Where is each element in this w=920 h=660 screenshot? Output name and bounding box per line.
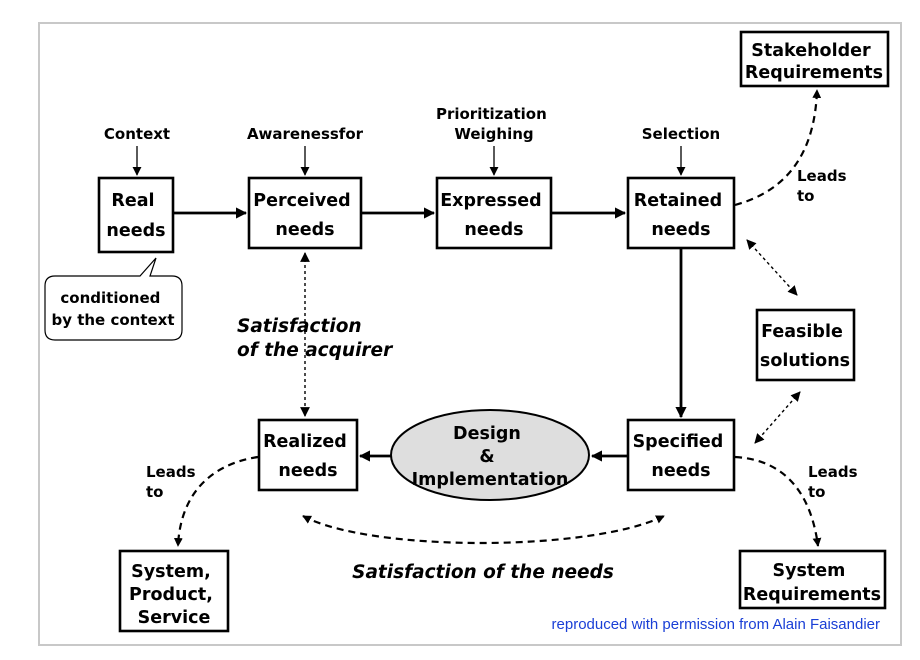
specified-needs-label: Specified needs [633,432,730,481]
expressed-needs-label: Expressed needs [440,191,548,240]
satisfaction-needs-dashed [302,515,665,545]
feasible-specified-dotted [754,391,801,444]
leads-to-system-product-label: Leads to [146,463,201,501]
system-requirements-box [738,549,887,610]
perceived-needs-box [247,176,363,250]
design-implementation-label: Design & Implementation [412,424,569,490]
satisfaction-acquirer-label: Satisfaction of the acquirer [237,316,394,361]
retained-needs-label: Retained needs [634,191,728,240]
leads-to-stakeholder-label: Leads to [797,167,852,205]
realized-to-system-product-dashed [173,455,259,547]
leads-to-system-requirements-label: Leads to [808,463,863,501]
retained-to-stakeholder-dashed [734,89,822,207]
selection-label: Selection [642,125,720,143]
satisfaction-needs-label: Satisfaction of the needs [352,562,614,583]
system-requirements-label: System Requirements [743,561,881,605]
prioritization-label: Prioritization Weighing [436,105,552,143]
feasible-solutions-box [755,308,856,382]
feasible-solutions-label: Feasible solutions [760,322,850,371]
real-needs-label: Real needs [106,191,165,241]
specified-needs-box [626,418,736,492]
credit-text: reproduced with permission from Alain Fa… [552,616,880,633]
awareness-label: Awarenessfor [247,125,364,143]
context-label: Context [104,125,170,143]
callout-text: conditioned by the context [51,289,174,329]
retained-needs-box [626,176,736,250]
system-product-service-label: System, Product, Service [129,562,219,628]
stakeholder-requirements-box [739,30,890,88]
real-needs-box [97,176,175,254]
retained-feasible-dotted [746,239,798,296]
perceived-needs-label: Perceived needs [253,191,356,240]
specified-to-system-requirements-dashed [734,455,822,547]
stakeholder-requirements-label: Stakeholder Requirements [745,41,883,83]
realized-needs-label: Realized needs [263,432,353,481]
realized-needs-box [257,418,359,492]
conditioned-callout [44,257,183,341]
system-product-service-box [118,549,230,633]
